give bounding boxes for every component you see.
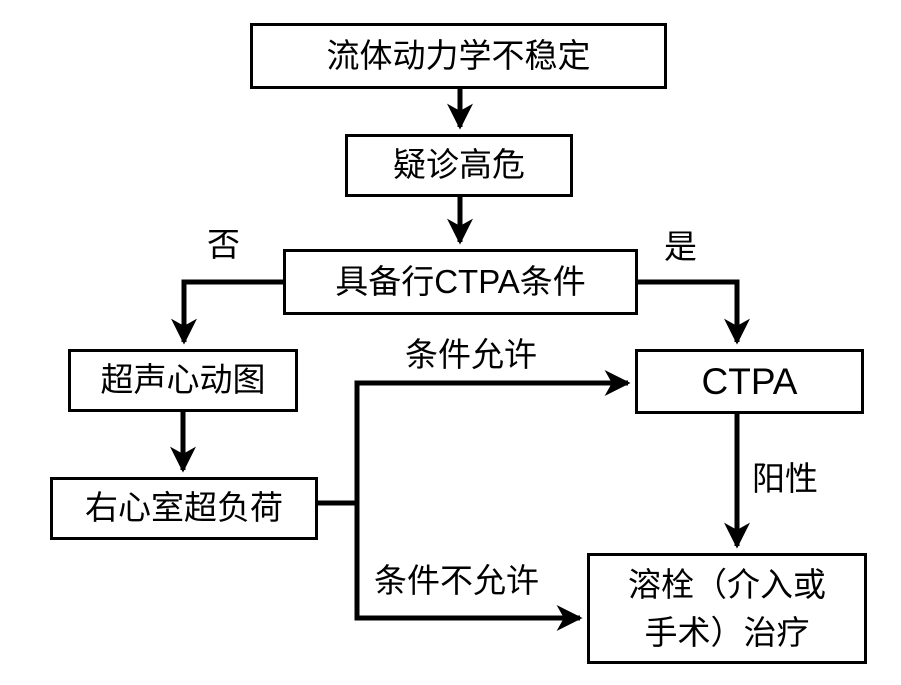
- edge-eligibility-to-echo: [171, 279, 283, 345]
- edge-label-no: 否: [207, 226, 240, 263]
- edge-label-yes: 是: [664, 228, 697, 265]
- node-ctpa: CTPA: [635, 349, 864, 414]
- node-hemodynamic-instability: 流体动力学不稳定: [250, 23, 667, 89]
- node-echo-label: 超声心动图: [100, 361, 266, 399]
- node-suspected-high-risk: 疑诊高危: [345, 134, 573, 197]
- node-thrombolysis-line1: 溶栓（介入或: [628, 565, 826, 603]
- node-ctpa-label: CTPA: [701, 360, 798, 402]
- edge-label-conditions-not-permit: 条件不允许: [374, 562, 539, 599]
- node-thrombolysis-line2: 手术）治疗: [644, 613, 810, 651]
- node-thrombolysis: 溶栓（介入或 手术）治疗: [587, 553, 867, 664]
- node-echocardiography: 超声心动图: [68, 349, 298, 412]
- node-rv-overload: 右心室超负荷: [50, 477, 318, 540]
- node-ctpa-eligibility: 具备行CTPA条件: [283, 249, 638, 315]
- edge-label-conditions-permit: 条件允许: [405, 336, 537, 373]
- node-suspect-label: 疑诊高危: [393, 146, 525, 184]
- edge-eligibility-to-ctpa: [638, 279, 750, 345]
- node-rv-label: 右心室超负荷: [85, 489, 283, 527]
- edge-label-positive: 阳性: [752, 460, 818, 497]
- node-eligibility-label: 具备行CTPA条件: [335, 262, 586, 300]
- node-hemodynamic-label: 流体动力学不稳定: [326, 36, 591, 74]
